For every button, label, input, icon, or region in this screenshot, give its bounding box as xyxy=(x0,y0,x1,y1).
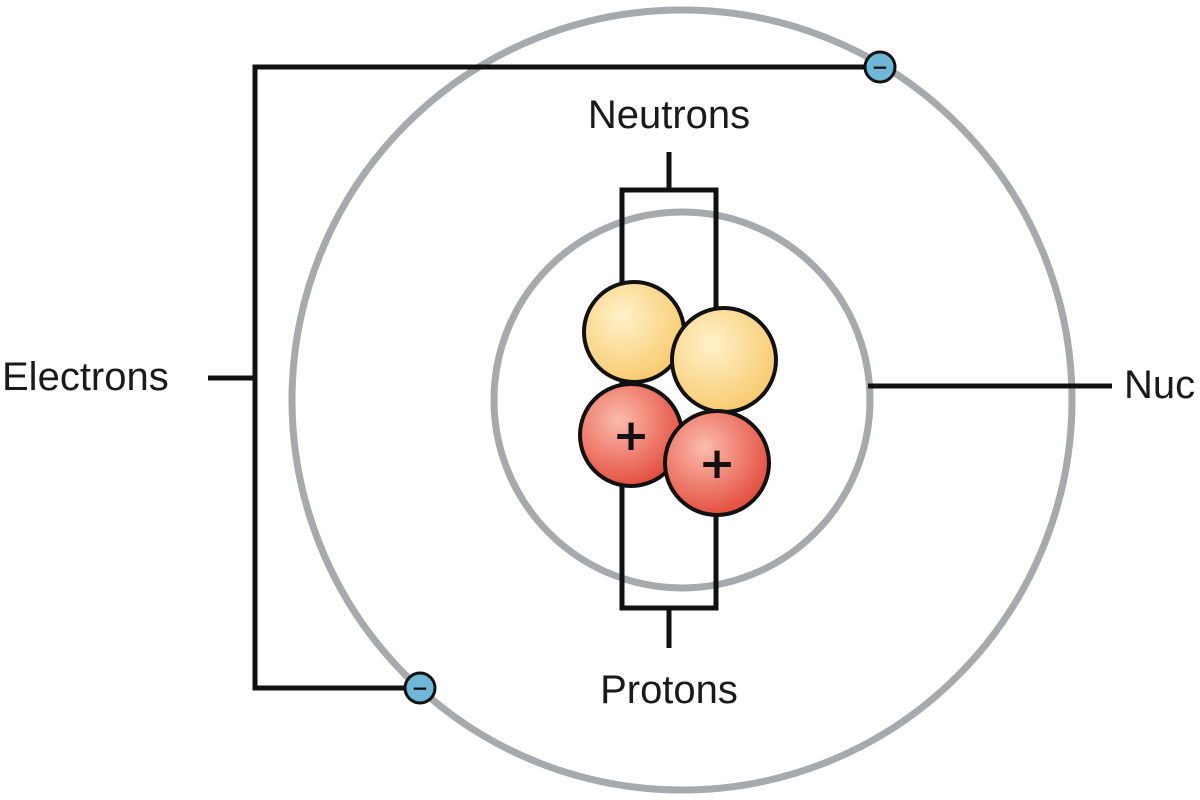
proton-plus-sign: + xyxy=(699,438,736,489)
label-neutrons: Neutrons xyxy=(588,93,750,137)
electron-bottom: − xyxy=(403,671,437,705)
proton-1: + xyxy=(578,382,684,488)
electrons-bracket xyxy=(252,64,880,691)
electron-minus-sign: − xyxy=(412,676,429,700)
outer-orbit xyxy=(288,6,1076,794)
proton-2: + xyxy=(663,409,771,517)
proton-sphere-icon xyxy=(663,409,771,517)
neutron-sphere-icon xyxy=(670,306,778,414)
electron-minus-sign: − xyxy=(872,55,889,79)
neutron-2 xyxy=(670,306,778,414)
electron-dot-icon xyxy=(403,671,437,705)
label-protons: Protons xyxy=(600,668,738,712)
label-electrons: Electrons xyxy=(2,355,169,399)
neutron-sphere-icon xyxy=(582,280,686,384)
inner-orbit xyxy=(490,208,874,592)
electron-dot-icon xyxy=(863,50,897,84)
label-nucleus: Nuc xyxy=(1124,363,1195,407)
neutron-1 xyxy=(582,280,686,384)
electron-top: − xyxy=(863,50,897,84)
proton-plus-sign: + xyxy=(613,410,650,461)
